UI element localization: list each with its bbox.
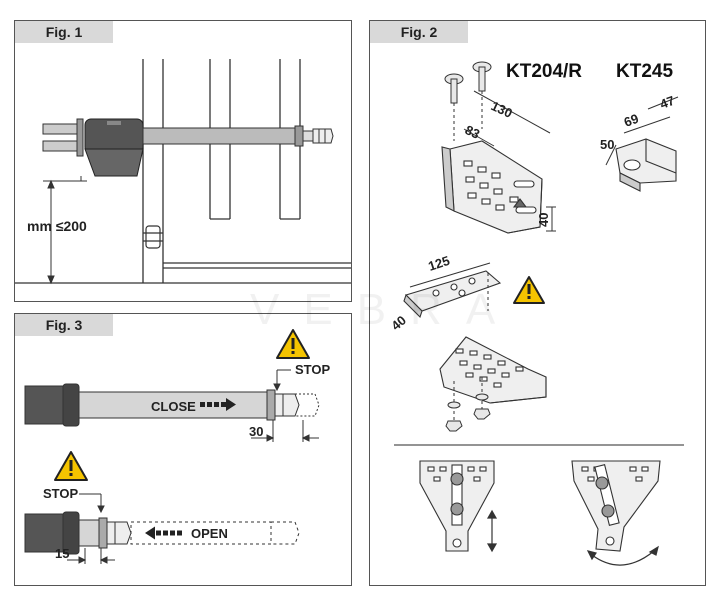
open-label: OPEN (191, 526, 228, 541)
fig2-panel: Fig. 2 KT204/R KT245 130 83 (369, 20, 706, 586)
fig1-label: Fig. 1 (15, 21, 113, 43)
fig2-drawing: KT204/R KT245 130 83 (388, 61, 684, 566)
fig3-drawing: STOP CLOSE (24, 329, 330, 564)
fig1-dimension (43, 176, 87, 285)
dim-50: 50 (600, 137, 614, 152)
gate-frame (142, 59, 351, 283)
bracket-bottom (439, 336, 547, 404)
actuator-closed (24, 383, 320, 427)
bracket-top (441, 140, 543, 234)
mounting-plate (403, 270, 502, 319)
mm-label: mm ≤200 (27, 218, 87, 234)
warning-icon (54, 451, 88, 481)
warning-icon (513, 276, 545, 304)
adjust-vertical (419, 460, 495, 552)
dim-40-a: 40 (536, 213, 551, 227)
dim-83: 83 (463, 122, 482, 142)
adjust-rotation (571, 460, 661, 552)
rotation-arrow-icon (586, 545, 659, 566)
bolts (444, 61, 492, 141)
actuator-bracket (42, 118, 84, 157)
bracket-kt245 (615, 138, 677, 192)
dim-130: 130 (489, 98, 515, 121)
actuator-motor (84, 118, 144, 177)
fig1-drawing: mm ≤200 (15, 59, 351, 285)
dim-125: 125 (426, 253, 451, 274)
stop-bottom-label: STOP (43, 486, 78, 501)
open-arrow-icon (145, 526, 182, 540)
dim-30: 30 (249, 424, 263, 439)
nuts (445, 377, 491, 432)
watermark: VEBRA (250, 285, 520, 334)
close-label: CLOSE (151, 399, 196, 414)
stop-top-label: STOP (295, 362, 330, 377)
warning-icon (276, 329, 310, 359)
actuator-rod (142, 125, 334, 147)
dim-69: 69 (622, 111, 641, 130)
gate-hinge (143, 225, 163, 249)
fig2-label: Fig. 2 (370, 21, 468, 43)
fig1-panel: Fig. 1 (14, 20, 352, 302)
actuator-open (24, 511, 300, 555)
fig3-label: Fig. 3 (15, 314, 113, 336)
model-kt245: KT245 (616, 61, 673, 82)
model-kt204r: KT204/R (506, 61, 582, 82)
fig3-panel: Fig. 3 STOP CLOSE (14, 313, 352, 586)
vertical-arrow-icon (486, 509, 498, 553)
dim-47: 47 (658, 93, 677, 112)
close-arrow-icon (200, 398, 236, 411)
dim-15: 15 (55, 546, 69, 561)
